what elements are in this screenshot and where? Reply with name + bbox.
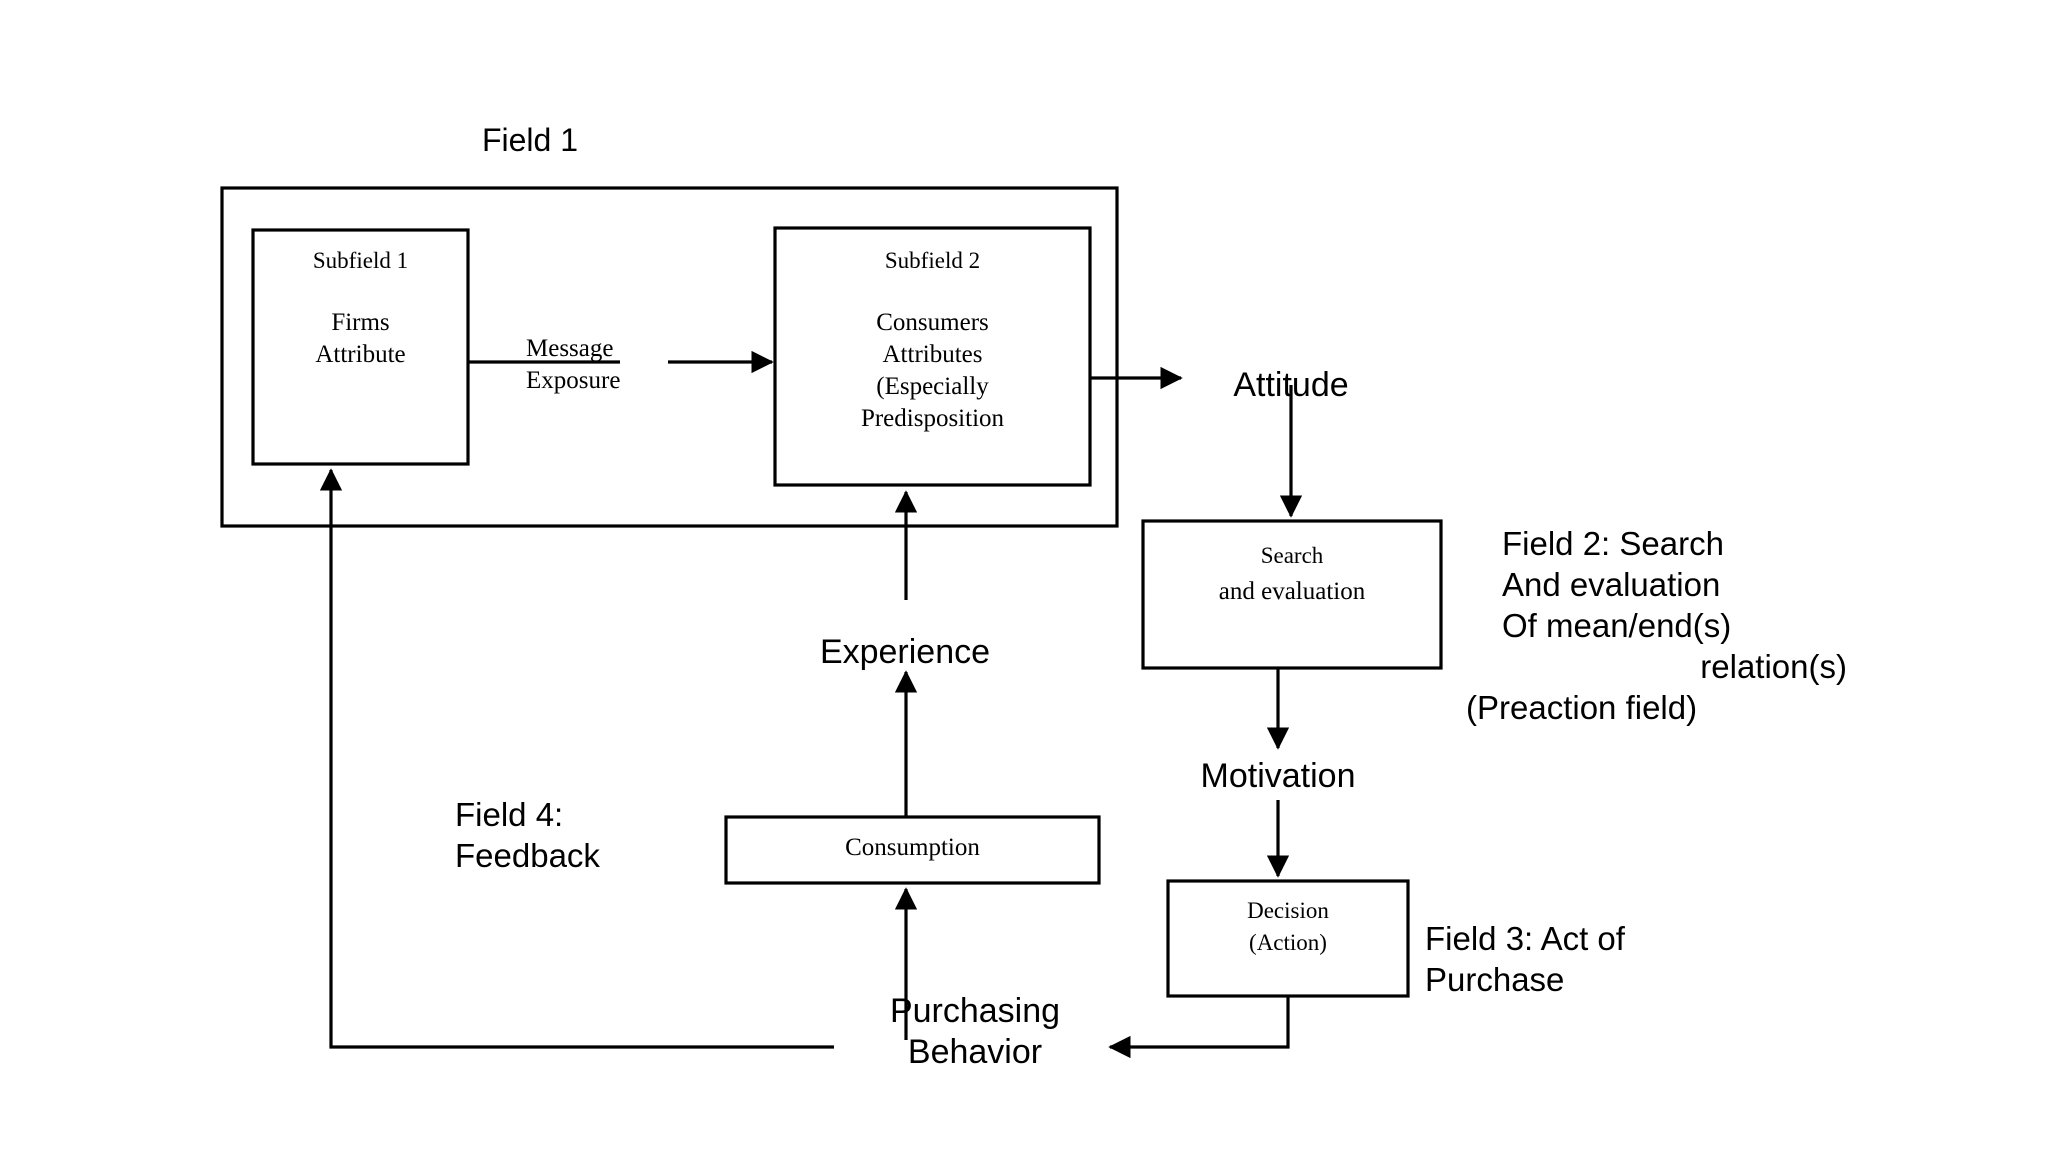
- consumption-box: [724, 815, 1101, 885]
- edge-label-motivation: Motivation: [1200, 757, 1356, 795]
- subfield2-line2: Attributes: [882, 341, 983, 368]
- field1-container-box: [220, 186, 1119, 528]
- subfield1-line1: Firms: [331, 309, 390, 336]
- field2-annotation-line3: Of mean/end(s): [1502, 607, 1732, 644]
- field4-annotation-line1: Field 4:: [455, 796, 564, 833]
- decision-box-line2: (Action): [1249, 930, 1327, 955]
- subfield2-line3: (Especially: [876, 373, 989, 400]
- subfield2-heading: Subfield 2: [884, 248, 981, 273]
- field2-annotation-line4: relation(s): [1700, 648, 1847, 685]
- edge-label-purchasing-line1: Purchasing: [889, 992, 1061, 1030]
- field2-annotation-line1: Field 2: Search: [1502, 525, 1724, 562]
- edge-decision-to-purchasing: [1108, 996, 1290, 1059]
- edge-label-experience: Experience: [819, 633, 991, 671]
- search-box-line1: Search: [1260, 543, 1324, 568]
- field3-annotation-line1: Field 3: Act of: [1425, 920, 1625, 957]
- edge-label-message: Message: [526, 335, 614, 362]
- field1-title: Field 1: [481, 122, 579, 158]
- consumption-box-label: Consumption: [845, 834, 980, 861]
- subfield2-line1: Consumers: [876, 309, 989, 336]
- edge-label-purchasing-line2: Behavior: [907, 1033, 1043, 1071]
- field4-annotation-line2: Feedback: [455, 837, 600, 874]
- search-evaluation-box: [1141, 519, 1443, 670]
- edge-label-exposure: Exposure: [526, 367, 621, 394]
- edge-feedback-to-subfield1: [319, 468, 834, 1049]
- subfield1-box: [251, 228, 470, 466]
- subfield1-line2: Attribute: [315, 341, 406, 368]
- decision-box-line1: Decision: [1247, 898, 1329, 923]
- field2-annotation-line5: (Preaction field): [1466, 689, 1698, 726]
- subfield1-heading: Subfield 1: [312, 248, 409, 273]
- subfield2-box: [773, 226, 1092, 487]
- edge-label-attitude: Attitude: [1233, 366, 1349, 404]
- search-box-line2: and evaluation: [1218, 578, 1366, 605]
- subfield2-line4: Predisposition: [860, 405, 1005, 432]
- field2-annotation-line2: And evaluation: [1502, 566, 1721, 603]
- field3-annotation-line2: Purchase: [1425, 961, 1565, 998]
